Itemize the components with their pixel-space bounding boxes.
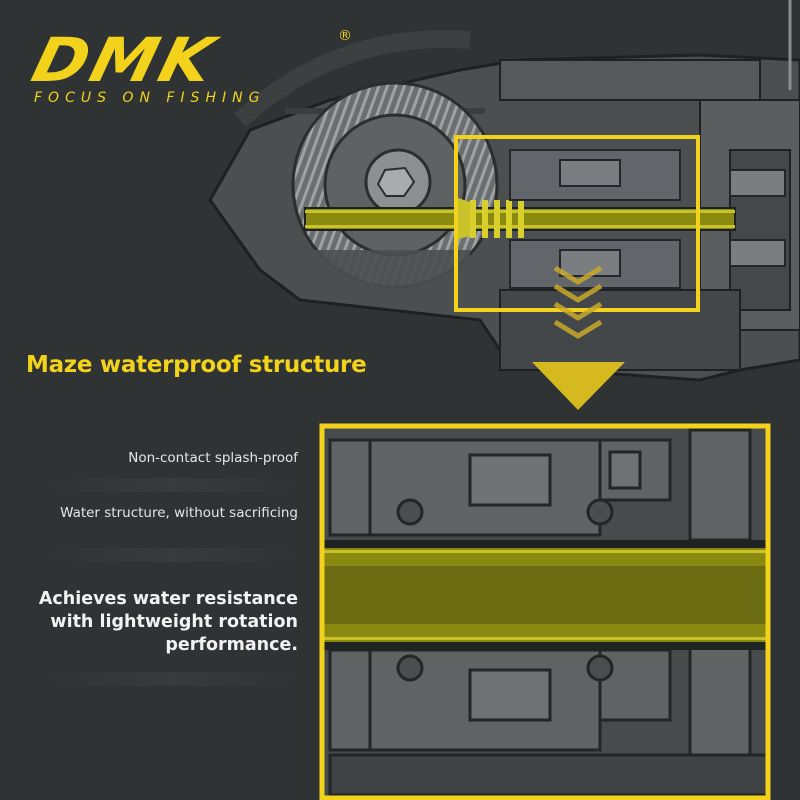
feature-divider [44,548,300,562]
feature-water-structure: Water structure, without sacrificing [60,505,298,521]
feature-divider [44,672,300,686]
zoom-detail [322,426,768,798]
main-shaft [304,197,736,240]
focus-frame [454,135,700,312]
summary-text: Achieves water resistance with lightweig… [38,589,298,655]
headline: Maze waterproof structure [26,352,367,378]
zoom-frame [319,423,771,800]
feature-divider [44,478,300,492]
arrow-down-icon [532,362,625,410]
feature-splash-proof: Non-contact splash-proof [128,450,298,466]
registered-mark: ® [338,28,352,44]
brand-logo: DMK [25,25,224,96]
brand-tagline: FOCUS ON FISHING [34,90,266,106]
internal-parts [509,149,786,289]
brand-block: DMK ® FOCUS ON FISHING [25,25,364,118]
chevron-down-icon [553,265,603,339]
